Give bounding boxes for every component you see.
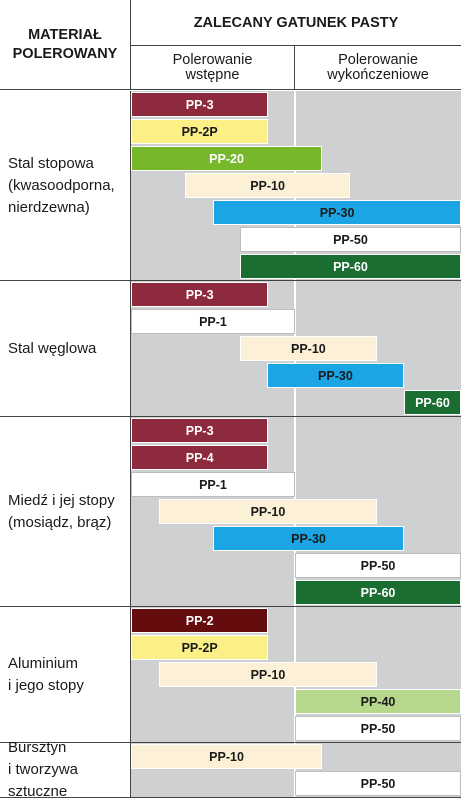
paste-bar-pp-3: PP-3 (131, 418, 269, 443)
column-divider (294, 607, 296, 634)
paste-bar-pp-50: PP-50 (295, 553, 461, 578)
paste-bar-pp-60: PP-60 (403, 390, 461, 415)
material-label-text: Stal stopowa (kwasoodporna, nierdzewna) (8, 154, 115, 216)
paste-bar-pp-3: PP-3 (131, 92, 269, 117)
material-label: Stal stopowa (kwasoodporna, nierdzewna) (0, 91, 131, 281)
column-divider (294, 389, 296, 416)
material-header-line1: MATERIAŁ (28, 26, 102, 43)
paste-bar-pp-40: PP-40 (295, 689, 461, 714)
pre-polishing-label: Polerowanie wstępne (172, 51, 253, 83)
paste-bar-pp-1: PP-1 (131, 309, 295, 334)
column-divider (294, 634, 296, 661)
paste-bar-pp-30: PP-30 (266, 363, 404, 388)
group-divider (131, 742, 461, 743)
paste-bar-pp-30: PP-30 (213, 200, 461, 225)
group-divider (131, 416, 461, 417)
column-divider (294, 308, 296, 335)
material-label-text: Stal węglowa (8, 339, 97, 357)
material-label: Aluminium i jego stopy (0, 607, 131, 743)
column-divider (294, 91, 296, 118)
paste-bar-pp-10: PP-10 (185, 173, 350, 198)
material-label: Miedź i jej stopy (mosiądz, brąz) (0, 417, 131, 607)
column-divider (294, 417, 296, 444)
material-header: MATERIAŁ POLEROWANY (0, 0, 131, 90)
paste-bar-pp-2p: PP-2P (131, 635, 269, 660)
material-label-text: Miedź i jej stopy (mosiądz, brąz) (8, 491, 115, 531)
group-divider (131, 797, 461, 798)
material-header-line2: POLEROWANY (12, 45, 118, 62)
material-label-text: Bursztyn i tworzywa sztuczne (8, 739, 79, 800)
finish-polishing-header: Polerowanie wykończeniowe (295, 46, 461, 90)
paste-bar-pp-2: PP-2 (131, 608, 269, 633)
paste-bar-pp-2p: PP-2P (131, 119, 269, 144)
paste-bar-pp-3: PP-3 (131, 282, 269, 307)
material-label: Stal węglowa (0, 281, 131, 417)
paste-bar-pp-4: PP-4 (131, 445, 269, 470)
paste-bar-pp-10: PP-10 (131, 744, 323, 769)
paste-bar-pp-50: PP-50 (295, 716, 461, 741)
paste-bar-pp-10: PP-10 (159, 662, 377, 687)
pre-polishing-header: Polerowanie wstępne (131, 46, 295, 90)
paste-bar-pp-50: PP-50 (295, 771, 461, 796)
paste-bar-pp-50: PP-50 (239, 227, 461, 252)
group-divider (131, 280, 461, 281)
paste-bar-pp-10: PP-10 (239, 336, 377, 361)
paste-bar-pp-60: PP-60 (239, 254, 461, 279)
material-label: Bursztyn i tworzywa sztuczne (0, 739, 131, 800)
column-divider (294, 118, 296, 145)
paste-bar-pp-30: PP-30 (213, 526, 404, 551)
paste-bar-pp-60: PP-60 (295, 580, 461, 605)
group-divider (131, 606, 461, 607)
finish-polishing-label: Polerowanie wykończeniowe (327, 51, 429, 83)
paste-grade-header: ZALECANY GATUNEK PASTY (131, 0, 461, 46)
material-label-text: Aluminium i jego stopy (8, 654, 84, 694)
column-divider (294, 471, 296, 498)
paste-bar-pp-20: PP-20 (131, 146, 323, 171)
paste-bar-pp-10: PP-10 (159, 499, 377, 524)
column-divider (294, 444, 296, 471)
column-divider (294, 281, 296, 308)
paste-bar-pp-1: PP-1 (131, 472, 295, 497)
